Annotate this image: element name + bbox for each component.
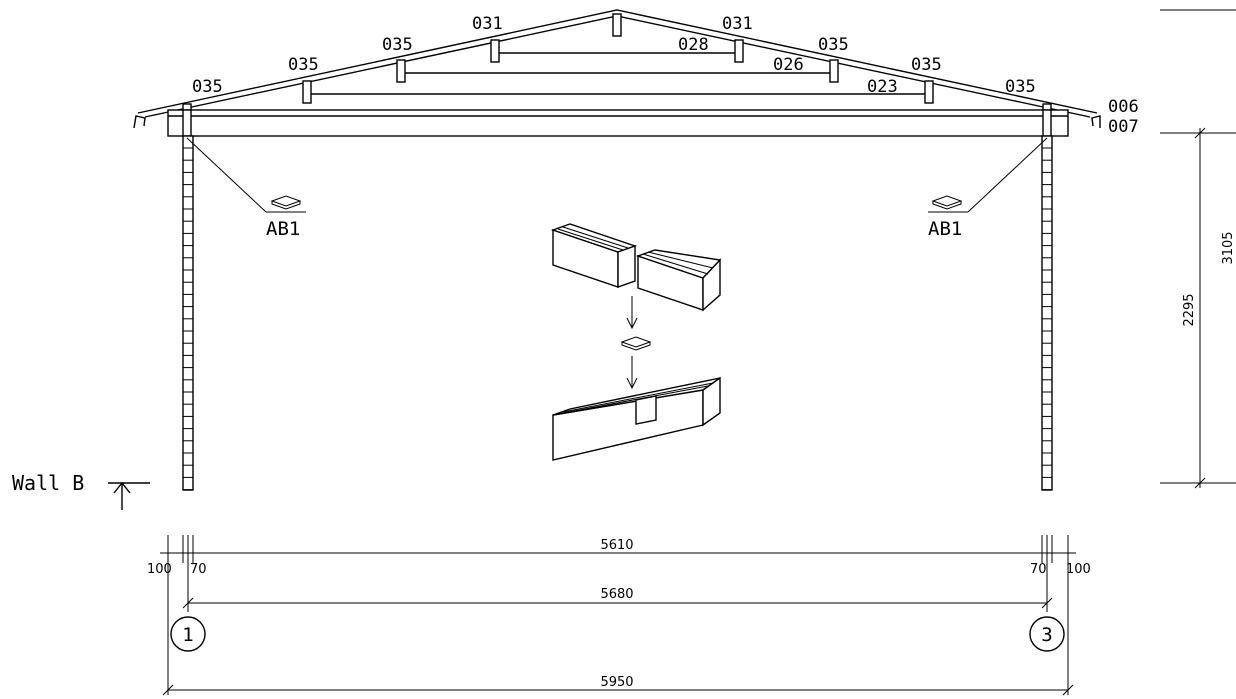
dim-70-left: 70 (190, 562, 207, 577)
dim-2295: 2295 (1182, 293, 1197, 326)
log-joint-detail (550, 223, 722, 461)
label-035-right-1: 035 (911, 55, 942, 75)
label-035-left-2: 035 (382, 35, 413, 55)
label-006: 006 (1108, 97, 1139, 117)
right-wall-column (1041, 135, 1053, 491)
right-log-wall (1041, 135, 1053, 491)
dim-tick (1194, 127, 1206, 139)
dim-tick (1041, 597, 1053, 609)
purlin-035-left-2 (396, 59, 406, 83)
detail-log-upper-right-end (702, 258, 721, 312)
dim-70-right: 70 (1030, 562, 1047, 577)
wall-b-label: Wall B (12, 471, 84, 495)
label-031-right: 031 (722, 14, 753, 34)
label-035-left-1: 035 (288, 55, 319, 75)
left-gutter (133, 115, 146, 129)
dim-tick (1062, 684, 1074, 696)
beam-end-right (1042, 109, 1052, 137)
groove-line (562, 226, 629, 249)
dim-5680: 5680 (600, 587, 633, 602)
groove-line (562, 382, 714, 413)
dim-100-left: 100 (147, 562, 172, 577)
horizontal-dimensions: 5610 100 70 70 100 5680 1 3 5950 (147, 535, 1091, 696)
label-035-right-2: 035 (818, 35, 849, 55)
dim-3105: 3105 (1221, 231, 1236, 264)
arrow-head-2 (626, 377, 638, 390)
dim-tick (182, 597, 194, 609)
wall-b-marker: Wall B (12, 471, 150, 510)
detail-notch (635, 395, 657, 425)
dim-5610: 5610 (600, 538, 633, 553)
detail-log-upper-left-end (617, 245, 636, 288)
right-gutter (1091, 115, 1101, 128)
arrow-head-1 (626, 317, 638, 330)
label-028: 028 (678, 35, 709, 55)
anchor-plate-icon-left (270, 195, 302, 210)
purlin-035-right-1 (924, 80, 934, 104)
section-arrow-icon (113, 481, 131, 494)
label-031-left: 031 (472, 14, 503, 34)
label-035-left-eave: 035 (192, 77, 223, 97)
anchor-ab1-right: AB1 (928, 137, 1048, 240)
top-beam-006-007 (167, 109, 1069, 137)
label-035-right-eave: 035 (1005, 77, 1036, 97)
dim-5950: 5950 (600, 675, 633, 690)
anchor-plate-detail-icon (620, 336, 652, 351)
leader-line-left (186, 137, 267, 213)
detail-log-lower-end (702, 376, 721, 427)
anchor-label-right: AB1 (928, 218, 962, 240)
groove-line (642, 253, 709, 275)
part-labels: 035 035 035 031 031 028 035 026 035 023 … (192, 14, 1139, 137)
anchor-ab1-left: AB1 (186, 137, 306, 240)
label-026: 026 (773, 55, 804, 75)
purlin-035-left-1 (302, 80, 312, 104)
axis-label-3: 3 (1041, 624, 1052, 646)
vertical-dimensions: 2295 3105 (1160, 9, 1236, 489)
label-023: 023 (867, 77, 898, 97)
beam-end-left (182, 109, 192, 137)
groove-line (647, 251, 714, 269)
axis-label-1: 1 (182, 624, 193, 646)
purlin-035-right-2 (829, 59, 839, 83)
purlin-031-left (490, 39, 500, 63)
axis-bubble-1 (170, 616, 206, 652)
axis-bubble-3 (1029, 616, 1065, 652)
label-007: 007 (1108, 117, 1139, 137)
dim-100-right: 100 (1066, 562, 1091, 577)
ridge-purlin (612, 13, 622, 37)
left-wall-column (182, 135, 194, 491)
purlin-031-right (734, 39, 744, 63)
anchor-label-left: AB1 (266, 218, 300, 240)
anchor-plate-icon-right (931, 195, 963, 210)
dim-tick (162, 684, 174, 696)
groove-line (557, 385, 709, 415)
groove-line (557, 228, 624, 251)
roof-outer-line (137, 9, 1098, 114)
leader-line-right (967, 137, 1048, 213)
dim-tick (1194, 477, 1206, 489)
left-log-wall (182, 135, 194, 491)
roof (133, 9, 1101, 137)
